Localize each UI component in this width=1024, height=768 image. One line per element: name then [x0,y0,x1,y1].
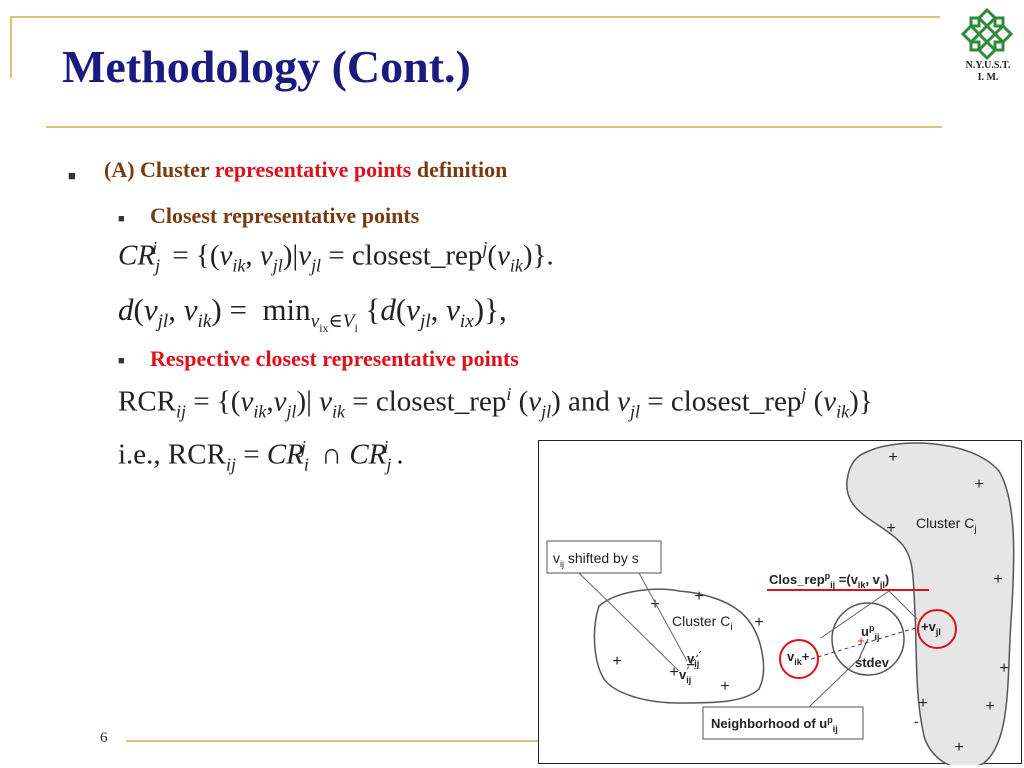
title-divider [46,126,942,128]
plus-marker: + [918,695,927,712]
u-point-marker: + [857,633,865,648]
vik-label: vik+ [787,649,810,667]
frame-top-line [10,16,940,18]
u-label: upij [861,623,879,642]
closest-rep-label: Clos_reppij =(vik, vjl) [769,571,889,590]
page-title: Methodology (Cont.) [62,41,471,92]
plus-marker: + [999,660,1008,677]
plus-marker: + [720,678,729,695]
vjl-label: +vjl [921,619,941,637]
plus-marker: + [612,653,621,670]
formula-distance-min: d(vjl, vik) = minvix∈Vi {d(vjl, vix)}, [118,292,507,336]
plus-marker: + [993,571,1002,588]
sub-bullet-marker: ■ [118,355,125,367]
plus-marker: + [754,614,763,631]
nyust-logo-icon [960,7,1014,61]
plus-marker: + [650,596,659,613]
shift-box [546,540,662,574]
main-bullet-part1: (A) Cluster [104,157,215,182]
plus-marker: + [985,698,994,715]
shift-box-label: vij shifted by s [553,550,639,569]
sub-bullet-respective: Respective closest representative points [150,346,519,371]
frame-left-line [10,16,12,78]
stdev-label: stdev [855,655,890,670]
plus-marker: + [888,449,897,466]
formula-rcr-intersection: i.e., RCRij = CRij ∩ CRji. [118,437,404,475]
cluster-j-label: Cluster Cj [916,515,977,535]
formula-rcr: RCRij = {(vik,vjl)| vik = closest_repi (… [118,384,873,422]
vjl-highlight-circle [917,609,957,649]
logo-caption-line2: I. M. [977,72,999,83]
neighborhood-label: Neighborhood of upij [711,715,838,734]
cluster-diagram: + + + + + + + + + + + + + + - Cluster Cj… [538,440,1022,765]
sub-bullet-closest: Closest representative points [150,203,420,228]
sub-bullet-marker: ■ [118,213,125,225]
plus-marker: + [974,476,983,493]
logo-caption-line1: N.Y.U.S.T. [965,60,1011,71]
formula-closest-rep: CRji = {(vik, vjl)|vjl = closest_repj(vi… [118,238,554,276]
nyust-logo [952,4,1022,94]
plus-marker: + [954,739,963,756]
bullet-marker: ■ [68,168,76,183]
plus-marker: + [886,520,895,537]
logo-caption: N.Y.U.S.T. I. M. [950,60,1024,84]
cluster-j-shape [846,442,1015,765]
neighborhood-box [702,706,864,740]
footer-divider [126,740,538,742]
vij-shifted-label: vij [687,651,699,669]
main-bullet-part2: representative points [214,157,412,182]
plus-marker: + [694,588,703,605]
slide-number: 6 [100,730,108,746]
main-bullet: (A) Cluster representative points defini… [104,157,507,183]
vij-label: vij [679,667,691,685]
vik-highlight-circle [779,639,819,679]
cluster-i-label: Cluster Ci [672,613,733,633]
plus-marker: + [669,664,678,681]
minus-marker: - [914,713,919,729]
main-bullet-part3: definition [411,157,508,182]
